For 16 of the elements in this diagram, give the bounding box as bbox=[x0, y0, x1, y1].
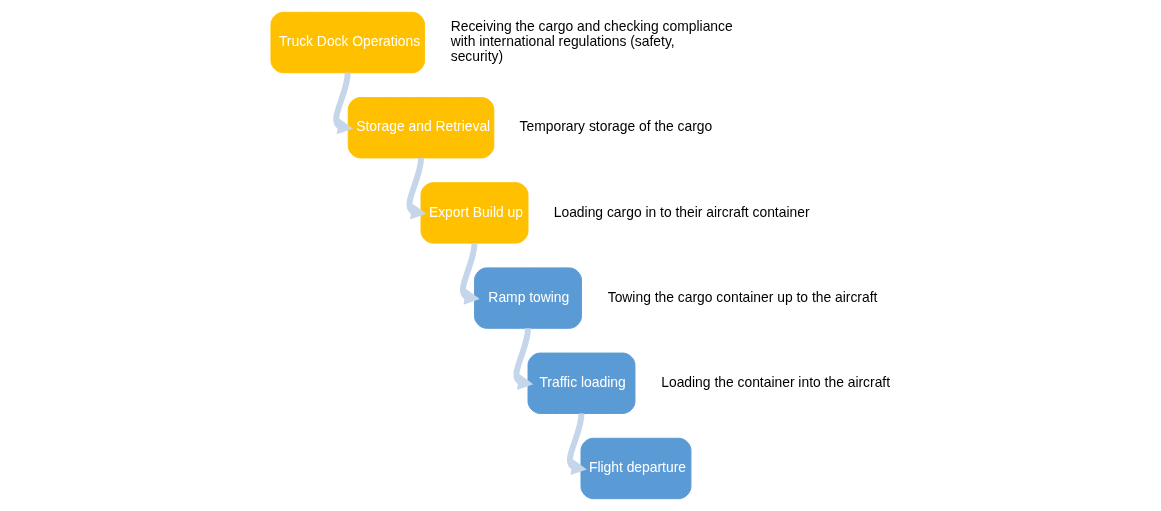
arrow bbox=[460, 242, 480, 305]
arrow bbox=[406, 157, 427, 220]
arrow bbox=[333, 72, 354, 135]
node-box: Export Build up bbox=[420, 182, 529, 244]
node-label: Towing the cargo container up to the aircraft bbox=[607, 288, 878, 305]
arrow bbox=[567, 413, 587, 476]
node-label: Temporary storage of the cargo bbox=[519, 118, 713, 135]
node-box: Traffic loading bbox=[527, 352, 636, 414]
node-label: Loading the container into the aircraft bbox=[661, 373, 891, 390]
node-box: Ramp towing bbox=[474, 267, 582, 329]
node-box: Truck Dock Operations bbox=[270, 11, 425, 74]
node-label: Loading cargo in to their aircraft container bbox=[553, 203, 810, 220]
node-label: Receiving the cargo and checking compliance with international regulations (safety, security) bbox=[450, 18, 733, 65]
node-box: Storage and Retrieval bbox=[347, 97, 495, 159]
node-box: Flight departure bbox=[580, 437, 692, 500]
arrow bbox=[513, 328, 534, 390]
